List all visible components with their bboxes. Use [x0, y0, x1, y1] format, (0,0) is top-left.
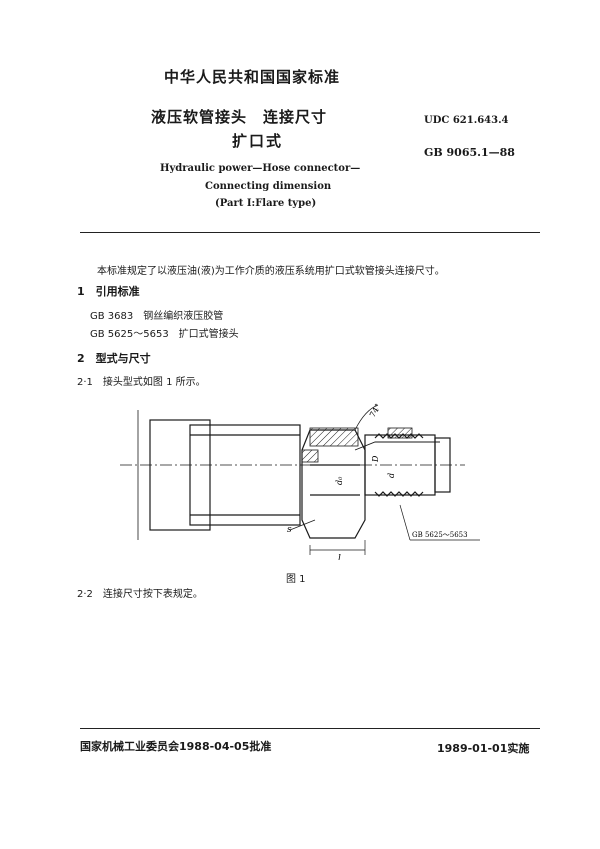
- clause-text: 2·1 接头型式如图 1 所示。: [77, 377, 206, 388]
- gb-number: GB 9065.1—88: [424, 146, 515, 159]
- approval-date: 国家机械工业委员会1988-04-05批准: [80, 740, 272, 753]
- dim-label-D: D: [371, 455, 380, 463]
- footer-divider: [80, 728, 540, 729]
- dim-label-d0: d₀: [335, 476, 344, 485]
- intro-paragraph: 本标准规定了以液压油(液)为工作介质的液压系统用扩口式软管接头连接尺寸。: [97, 266, 445, 277]
- dim-label-d: d: [387, 473, 396, 478]
- dim-label-angle: 74°: [368, 402, 383, 419]
- clause-text: 2·2 连接尺寸按下表规定。: [77, 589, 203, 600]
- section-heading: 2 型式与尺寸: [77, 352, 151, 365]
- hose-connector-drawing: l s d₀ d D 74° GB 5625～5653: [120, 402, 480, 560]
- document-subtitle: 扩口式: [232, 132, 284, 150]
- english-title-line: (Part I:Flare type): [215, 198, 317, 209]
- dim-label-l: l: [338, 554, 341, 560]
- udc-code: UDC 621.643.4: [424, 115, 509, 126]
- standard-organization: 中华人民共和国国家标准: [164, 68, 341, 86]
- header-divider: [80, 232, 540, 233]
- reference-item: GB 5625～5653 扩口式管接头: [90, 329, 239, 340]
- section-heading: 1 引用标准: [77, 285, 140, 298]
- document-title: 液压软管接头 连接尺寸: [151, 108, 328, 126]
- effective-date: 1989-01-01实施: [437, 742, 530, 755]
- reference-item: GB 3683 钢丝编织液压胶管: [90, 311, 224, 322]
- callout-label: GB 5625～5653: [412, 531, 468, 539]
- dim-label-s: s: [287, 525, 292, 535]
- english-title-line: Hydraulic power—Hose connector—: [160, 163, 361, 174]
- english-title-line: Connecting dimension: [205, 181, 332, 192]
- figure-caption: 图 1: [286, 574, 306, 585]
